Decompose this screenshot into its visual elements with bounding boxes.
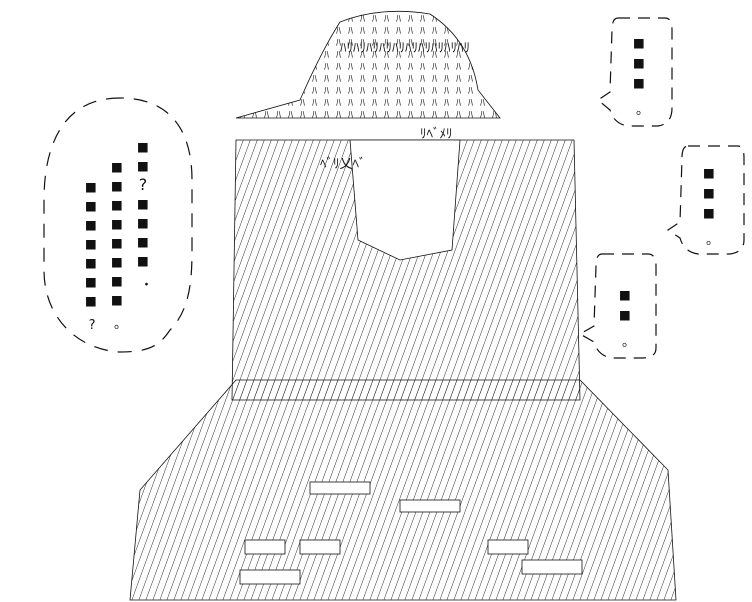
low-right-speech-bubble — [578, 253, 657, 359]
left-bubble-mark: ■ — [112, 214, 122, 233]
bubble-tail-mark: 。 — [622, 335, 635, 350]
left-bubble-mark: ■ — [112, 233, 122, 252]
left-bubble-mark: ■ — [86, 272, 96, 291]
top-right-bubble-marks: ■■■。 — [634, 33, 649, 118]
left-bubble-mark: ■ — [112, 252, 122, 271]
left-speech-bubble — [43, 97, 193, 353]
left-bubble-mark: ■ — [86, 234, 96, 253]
left-bubble-mark: ■ — [86, 253, 96, 272]
bubble-mark: ■ — [704, 183, 714, 202]
left-bubble-tail-mark: ・ — [140, 278, 153, 293]
left-bubble-mark: ■ — [112, 176, 122, 195]
figure-texts: ﾊﾘﾊﾘﾊﾘﾊﾘﾊﾘﾊﾘﾊﾘﾊﾘﾊﾘﾊﾘ ﾍﾞﾘ乂ﾍﾞ ﾘﾍﾞﾒﾘ — [320, 41, 470, 172]
left-bubble-tail-mark: ? — [88, 318, 96, 333]
face-left-text: ﾍﾞﾘ乂ﾍﾞ — [320, 157, 366, 172]
bubble-mark: ■ — [634, 53, 644, 72]
left-bubble-mark: ■ — [112, 271, 122, 290]
left-bubble-mark: ■ — [86, 215, 96, 234]
mid-right-speech-bubble — [666, 145, 745, 255]
bubble-mark: ■ — [620, 285, 630, 304]
left-bubble-mark: ■ — [138, 232, 148, 251]
left-bubble-mark: ■ — [112, 157, 122, 176]
bubble-mark: ■ — [634, 33, 644, 52]
bubble-tail-mark: 。 — [636, 103, 649, 118]
left-bubble-mark: ■ — [138, 213, 148, 232]
bubble-mark: ■ — [620, 305, 630, 324]
left-bubble-mark: ■ — [112, 290, 122, 309]
left-bubble-mark: ■ — [112, 195, 122, 214]
left-bubble-mark: ■ — [86, 177, 96, 196]
figure-bottom-details — [239, 481, 583, 585]
left-bubble-mark: ? — [138, 175, 148, 194]
hair-texture-text: ﾊﾘﾊﾘﾊﾘﾊﾘﾊﾘﾊﾘﾊﾘﾊﾘﾊﾘﾊﾘ — [340, 41, 470, 56]
left-bubble-mark: ■ — [138, 194, 148, 213]
mid-right-bubble-marks: ■■■。 — [704, 163, 719, 248]
bubble-mark: ■ — [704, 203, 714, 222]
bubble-tail-mark: 。 — [706, 233, 719, 248]
left-bubble-marks: ■■■■■■■?■■■■■■■■。■■?■■■■・ — [86, 137, 153, 333]
bubble-mark: ■ — [634, 73, 644, 92]
left-bubble-mark: ■ — [138, 156, 148, 175]
bubble-mark: ■ — [704, 163, 714, 182]
face-right-text: ﾘﾍﾞﾒﾘ — [420, 127, 453, 142]
left-bubble-tail-mark: 。 — [114, 317, 127, 332]
left-bubble-mark: ■ — [86, 196, 96, 215]
left-bubble-mark: ■ — [138, 137, 148, 156]
left-bubble-mark: ■ — [86, 291, 96, 310]
left-bubble-mark: ■ — [138, 251, 148, 270]
low-right-bubble-marks: ■■ 。 — [620, 285, 635, 350]
